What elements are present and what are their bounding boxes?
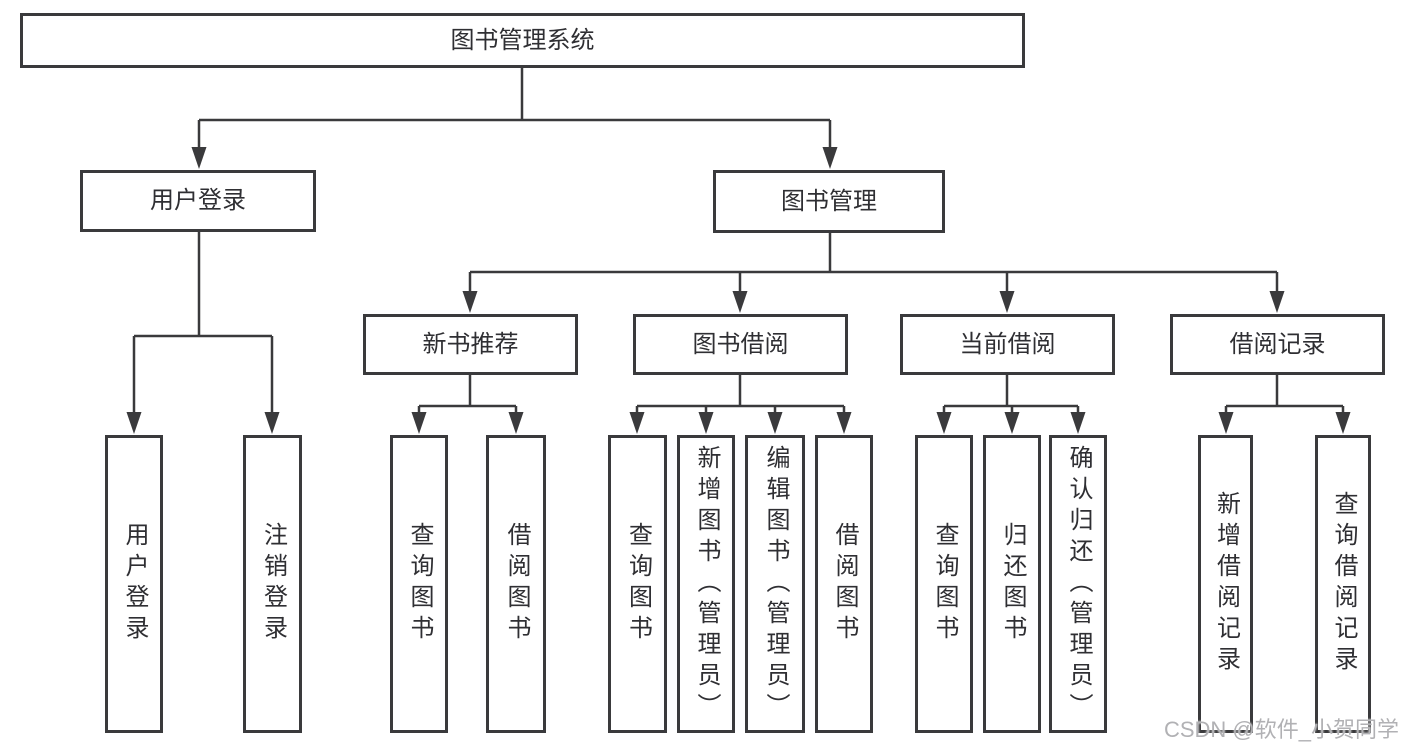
node-book-management-label: 图书管理 xyxy=(781,187,877,215)
node-current-borrowing-label: 当前借阅 xyxy=(959,330,1056,358)
node-borrow-records: 借阅记录 xyxy=(1170,314,1385,375)
leaf-logout: 注销登录 xyxy=(243,435,302,733)
leaf-query-books-borrowing: 查询图书 xyxy=(608,435,667,733)
leaf-add-books-admin-label: 新增图书（管理员） xyxy=(693,444,720,724)
leaf-borrow-books-borrowing: 借阅图书 xyxy=(815,435,873,733)
node-current-borrowing: 当前借阅 xyxy=(900,314,1115,375)
leaf-borrow-books-borrowing-label: 借阅图书 xyxy=(831,522,858,646)
node-new-book-recommend-label: 新书推荐 xyxy=(422,330,519,358)
arrowheads xyxy=(126,147,1351,434)
node-book-borrowing: 图书借阅 xyxy=(633,314,848,375)
leaf-borrow-books-recommend: 借阅图书 xyxy=(486,435,546,733)
csdn-watermark: CSDN @软件_小贺同学 xyxy=(1163,717,1399,742)
leaf-return-books: 归还图书 xyxy=(983,435,1041,733)
leaf-query-books-current: 查询图书 xyxy=(915,435,973,733)
leaf-confirm-return-admin-label: 确认归还（管理员） xyxy=(1065,444,1092,724)
leaf-query-books-borrowing-label: 查询图书 xyxy=(624,522,652,646)
leaf-user-login-label: 用户登录 xyxy=(121,522,148,646)
node-book-management: 图书管理 xyxy=(713,170,945,233)
leaf-logout-label: 注销登录 xyxy=(259,522,287,646)
node-library-system-label: 图书管理系统 xyxy=(450,26,595,54)
node-borrow-records-label: 借阅记录 xyxy=(1229,330,1326,358)
node-user-login: 用户登录 xyxy=(80,170,316,232)
leaf-query-books-recommend-label: 查询图书 xyxy=(406,522,433,646)
leaf-add-borrow-record: 新增借阅记录 xyxy=(1198,435,1253,733)
leaf-confirm-return-admin: 确认归还（管理员） xyxy=(1049,435,1107,733)
leaf-edit-books-admin-label: 编辑图书（管理员） xyxy=(762,444,789,724)
leaf-edit-books-admin: 编辑图书（管理员） xyxy=(745,435,805,733)
leaf-add-borrow-record-label: 新增借阅记录 xyxy=(1212,491,1240,677)
leaf-query-books-recommend: 查询图书 xyxy=(390,435,448,733)
node-book-borrowing-label: 图书借阅 xyxy=(692,330,789,358)
leaf-return-books-label: 归还图书 xyxy=(999,522,1026,646)
leaf-query-borrow-record: 查询借阅记录 xyxy=(1315,435,1371,733)
leaf-query-borrow-record-label: 查询借阅记录 xyxy=(1330,491,1357,677)
leaf-query-books-current-label: 查询图书 xyxy=(931,522,958,646)
node-user-login-label: 用户登录 xyxy=(150,187,246,214)
leaf-borrow-books-recommend-label: 借阅图书 xyxy=(503,522,530,646)
node-new-book-recommend: 新书推荐 xyxy=(363,314,578,375)
leaf-add-books-admin: 新增图书（管理员） xyxy=(677,435,735,733)
node-library-system: 图书管理系统 xyxy=(20,13,1025,68)
leaf-user-login: 用户登录 xyxy=(105,435,163,733)
